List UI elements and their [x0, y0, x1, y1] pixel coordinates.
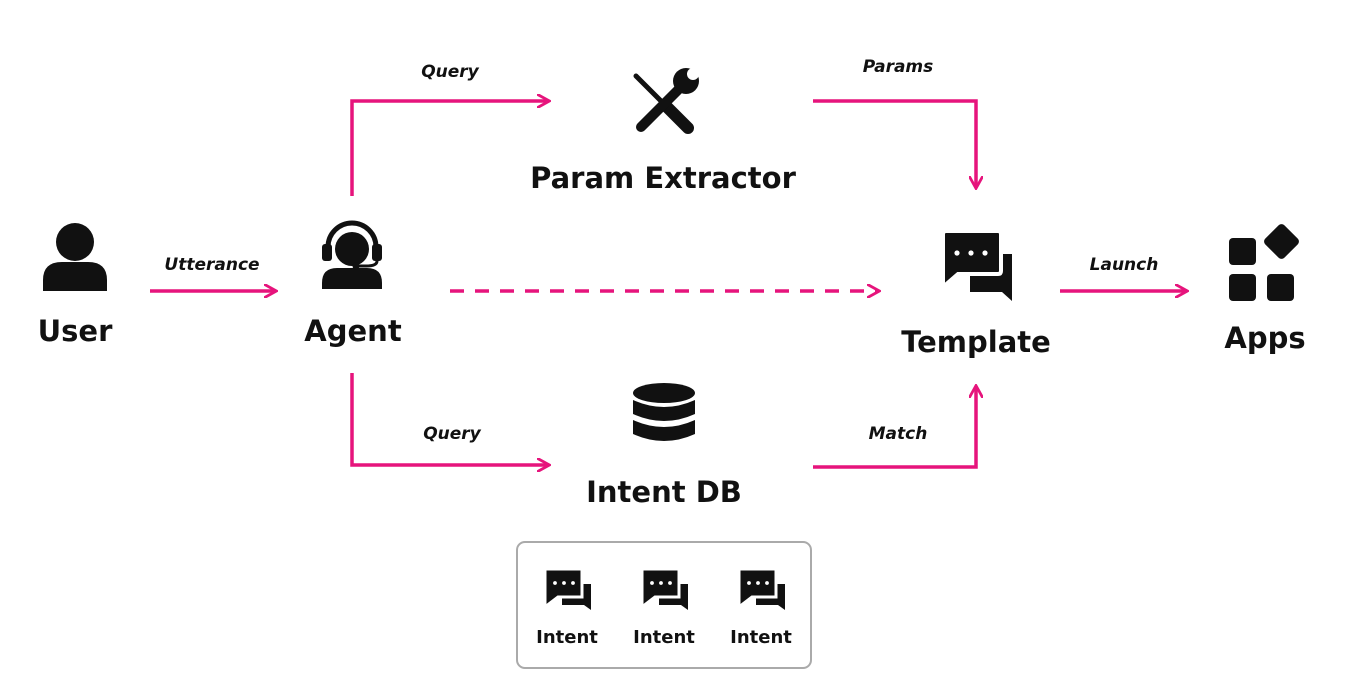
database-icon: [633, 383, 695, 441]
node-label-intent-db: Intent DB: [586, 475, 742, 509]
intent-item: Intent: [730, 567, 792, 648]
node-label-apps: Apps: [1224, 321, 1305, 355]
apps-grid-icon: [1229, 224, 1299, 301]
match-arrow: [813, 387, 976, 469]
edge-label-launch: Launch: [1090, 255, 1159, 275]
intent-item: Intent: [633, 567, 695, 648]
chat-bubbles-icon: [737, 567, 785, 611]
edge-label-query-bottom: Query: [423, 424, 481, 444]
params-arrow: [813, 99, 976, 187]
intent-db-node: Intent DB: [586, 383, 742, 509]
user-node: User: [38, 223, 113, 348]
node-label-user: User: [38, 314, 113, 348]
tools-icon: [633, 68, 699, 134]
agent-node: Agent: [304, 220, 402, 348]
chat-bubbles-icon: [543, 567, 591, 611]
node-label-param-extractor: Param Extractor: [530, 161, 796, 195]
node-label-template: Template: [901, 325, 1051, 359]
apps-node: Apps: [1224, 224, 1306, 355]
param-extractor-node: Param Extractor: [530, 68, 797, 195]
chat-bubbles-icon: [640, 567, 688, 611]
user-icon: [43, 223, 107, 291]
edge-label-match: Match: [869, 424, 928, 444]
intent-label: Intent: [730, 627, 792, 648]
intent-label: Intent: [633, 627, 695, 648]
node-label-agent: Agent: [304, 314, 402, 348]
chat-bubbles-icon: [941, 229, 1012, 301]
edge-label-query-top: Query: [421, 62, 479, 82]
query-bottom-arrow: [350, 373, 548, 465]
intent-item: Intent: [536, 567, 598, 648]
edge-label-params: Params: [863, 57, 934, 77]
intent-label: Intent: [536, 627, 598, 648]
intent-list-box: Intent Intent Intent: [516, 541, 812, 669]
template-node: Template: [901, 229, 1051, 359]
edge-label-utterance: Utterance: [164, 255, 259, 275]
query-top-arrow: [350, 101, 548, 196]
headset-agent-icon: [322, 220, 382, 289]
